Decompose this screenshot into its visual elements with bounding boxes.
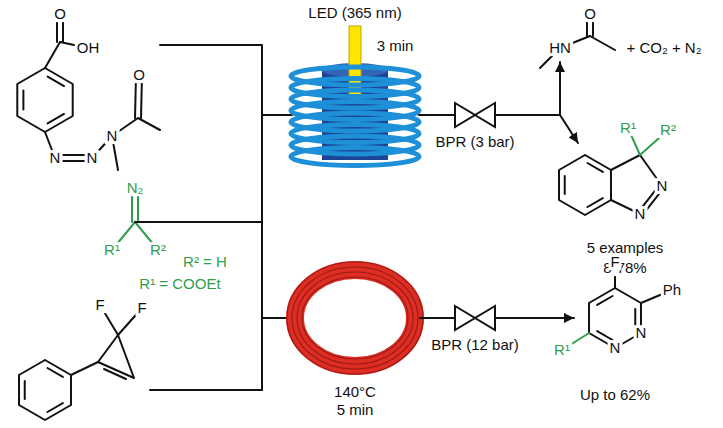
substituent-definition: R² = H: [181, 254, 229, 270]
atom-label: O: [52, 6, 68, 22]
bond-line: [590, 36, 615, 50]
inner-double-bond: [587, 198, 602, 207]
illustration: [17, 14, 672, 420]
result-label: Up to 62%: [578, 387, 652, 403]
inner-double-bond: [564, 176, 566, 194]
atom-label: O: [131, 67, 147, 83]
coil-winding: [287, 262, 423, 374]
inner-double-bond: [104, 369, 126, 379]
heated-coil: [287, 262, 423, 374]
outlet-tubing: [495, 114, 560, 116]
outlet-tubing: [420, 317, 455, 319]
atom-label: OH: [75, 40, 102, 56]
valve-triangle: [455, 103, 475, 127]
inner-double-bond: [24, 381, 26, 399]
atom-label: F: [608, 254, 621, 270]
atom-label: N₂: [125, 180, 146, 196]
coil-loop: [291, 148, 419, 166]
result-label: 5 examples: [585, 240, 666, 256]
substituent-label: R²: [148, 242, 168, 258]
valve-triangle: [475, 103, 495, 127]
aromatic-ring: [19, 360, 71, 420]
atom-label: N: [655, 178, 670, 194]
bond-line: [71, 362, 98, 375]
back-pressure-regulator: [455, 306, 495, 330]
atom-label: HN: [547, 40, 573, 56]
aromatic-ring: [17, 68, 72, 132]
product-arrow: [495, 317, 574, 319]
coil-winding: [297, 272, 413, 364]
valve-triangle: [475, 306, 495, 330]
atom-label: N: [633, 206, 648, 222]
atom-label: N: [634, 325, 649, 341]
atom-label: N: [85, 150, 100, 166]
byproduct-arrow: [559, 62, 561, 115]
bond-line: [45, 42, 60, 68]
feed-tubing: [150, 389, 262, 391]
bond-line: [611, 155, 640, 170]
byproduct-label: + CO₂ + N₂: [625, 40, 704, 56]
inner-double-bond: [48, 114, 64, 123]
aromatic-ring: [559, 155, 611, 215]
atom-label: N: [48, 150, 63, 166]
inner-double-bond: [587, 163, 602, 172]
feed-tubing: [262, 317, 290, 319]
inner-double-bond: [597, 331, 612, 340]
coil-winding: [302, 277, 408, 359]
atom-label: N: [105, 128, 120, 144]
back-pressure-regulator: [455, 103, 495, 127]
condition-label: 3 min: [375, 38, 416, 54]
substituent-label: R¹: [102, 242, 122, 258]
feed-tubing: [135, 221, 262, 223]
condition-label: 5 min: [335, 402, 376, 418]
substituent-label: R²: [658, 122, 678, 138]
feed-tubing: [160, 45, 262, 390]
coil-loop: [295, 270, 415, 366]
atom-label: F: [93, 297, 106, 313]
atom-label: N: [608, 340, 623, 356]
condition-label: LED (365 nm): [306, 5, 403, 21]
substituent-label: R¹: [618, 120, 638, 136]
condition-label: BPR (3 bar): [433, 134, 516, 150]
condition-label: 140°C: [332, 384, 378, 400]
inner-double-bond: [47, 368, 62, 377]
feed-tubing: [262, 114, 292, 116]
atom-label: Ph: [661, 282, 683, 298]
valve-triangle: [455, 306, 475, 330]
substituent-definition: R¹ = COOEt: [137, 276, 222, 292]
inner-double-bond: [48, 77, 64, 86]
inner-double-bond: [47, 403, 62, 412]
bond-line: [98, 335, 134, 378]
inner-double-bond: [597, 296, 612, 305]
outlet-tubing: [419, 114, 455, 116]
condition-label: BPR (12 bar): [429, 337, 521, 353]
atom-label: O: [582, 6, 598, 22]
coil-winding: [292, 267, 418, 369]
photoreactor-coil: [291, 26, 419, 166]
inner-double-bond: [22, 91, 24, 110]
substituent-label: R¹: [552, 342, 572, 358]
atom-label: F: [135, 300, 148, 316]
bond-line: [138, 118, 160, 130]
product-arrow: [560, 115, 578, 143]
